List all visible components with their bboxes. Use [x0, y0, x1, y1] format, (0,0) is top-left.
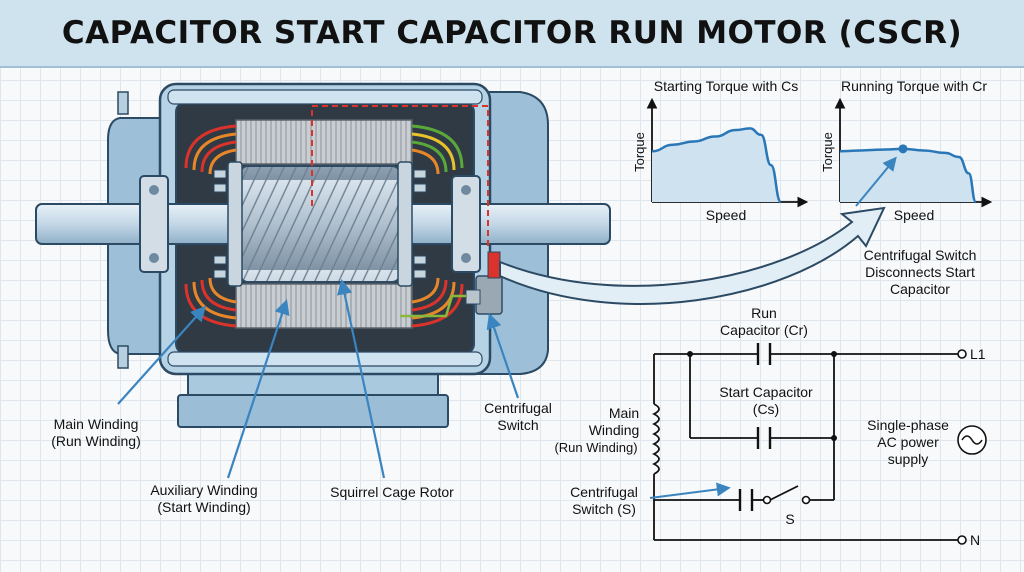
- circuit-nodes: [687, 351, 837, 441]
- supply-label: Single-phase: [867, 417, 949, 433]
- switch-lead-wire: [400, 294, 466, 318]
- rotor-label: Squirrel Cage Rotor: [330, 484, 454, 500]
- ac-source-icon: [957, 425, 987, 455]
- n-terminal-label: N: [970, 532, 980, 548]
- switch-blade: [769, 485, 799, 501]
- page-title: CAPACITOR START CAPACITOR RUN MOTOR (CSC…: [61, 15, 963, 51]
- run-cap-sublabel: Capacitor (Cr): [720, 322, 808, 338]
- left-bolt: [117, 345, 129, 369]
- circuit-schematic: [651, 343, 958, 541]
- stator-core-bottom: [235, 283, 413, 329]
- operating-point-arrow: [855, 156, 897, 207]
- stator-core-top: [235, 119, 413, 165]
- circuit-switch-label: Centrifugal: [570, 484, 638, 500]
- switch-circuit-trace: [311, 105, 489, 250]
- y-axis-label: Torque: [820, 132, 835, 172]
- operating-point-marker: [898, 144, 908, 154]
- running-torque-chart: Running Torque with Cr Speed Torque: [820, 78, 993, 223]
- start-cap-label: Start Capacitor: [719, 384, 813, 400]
- x-axis-label: Speed: [894, 207, 934, 223]
- circuit-terminals: [762, 349, 967, 545]
- housing-bottom-rim: [167, 351, 483, 367]
- left-bearing: [139, 175, 169, 273]
- left-bolt: [117, 91, 129, 115]
- rotor-fins: [213, 169, 427, 279]
- torque-curve: [839, 147, 978, 204]
- title-banner: CAPACITOR START CAPACITOR RUN MOTOR (CSC…: [0, 0, 1024, 68]
- circuit-winding-label: Main: [609, 405, 639, 421]
- housing-top-rim: [167, 89, 483, 105]
- main-winding-sublabel: (Run Winding): [51, 433, 140, 449]
- aux-winding-sublabel: (Start Winding): [157, 499, 250, 515]
- aux-winding-coils: [411, 124, 464, 328]
- chart-title: Starting Torque with Cs: [654, 78, 798, 94]
- circuit-winding-label2: Winding: [589, 422, 640, 438]
- supply-label3: supply: [888, 451, 928, 467]
- torque-curve: [651, 127, 783, 204]
- x-axis-label: Speed: [706, 207, 746, 223]
- centrifugal-switch-mech: [465, 251, 503, 315]
- starting-torque-chart: Starting Torque with Cs Speed Torque: [632, 78, 809, 223]
- centrifugal-switch-label: Centrifugal: [484, 400, 552, 416]
- switch-note-line2: Disconnects Start: [865, 264, 975, 280]
- start-cap-sublabel: (Cs): [753, 401, 779, 417]
- circuit-winding-sublabel: (Run Winding): [554, 440, 637, 455]
- l1-terminal-label: L1: [970, 346, 986, 362]
- main-winding-symbol: [651, 403, 660, 475]
- rotor-end-ring: [227, 161, 243, 287]
- supply-label2: AC power: [877, 434, 939, 450]
- rotor-core: [239, 165, 401, 283]
- y-axis-label: Torque: [632, 132, 647, 172]
- torque-area: [840, 148, 976, 202]
- centrifugal-switch-sublabel: Switch: [497, 417, 538, 433]
- right-bearing: [451, 175, 481, 273]
- switch-to-chart-arrow: [499, 206, 886, 305]
- switch-symbol-label: S: [785, 511, 794, 527]
- motor-callouts: [117, 278, 520, 479]
- torque-area: [652, 128, 781, 202]
- motor-foot-base: [177, 394, 449, 428]
- run-cap-label: Run: [751, 305, 777, 321]
- switch-note-line3: Capacitor: [890, 281, 950, 297]
- rotor-end-ring: [397, 161, 413, 287]
- main-winding-label: Main Winding: [54, 416, 139, 432]
- chart-title: Running Torque with Cr: [841, 78, 987, 94]
- aux-winding-label: Auxiliary Winding: [150, 482, 257, 498]
- main-winding-coils: [184, 124, 237, 328]
- switch-callout-arrow: [649, 482, 731, 499]
- circuit-switch-sublabel: Switch (S): [572, 501, 636, 517]
- switch-note-line1: Centrifugal Switch: [864, 247, 977, 263]
- motor-cutaway: [35, 82, 611, 428]
